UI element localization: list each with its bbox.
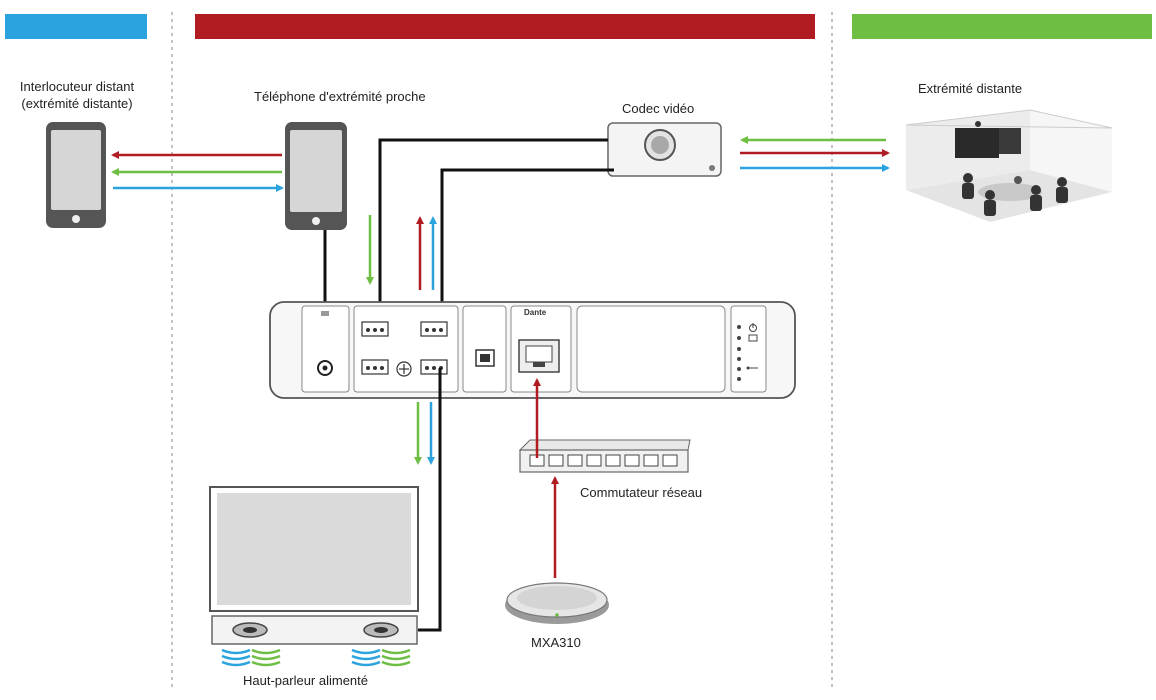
microphone-icon [505, 582, 609, 624]
smartphone-icon [46, 122, 106, 228]
network-switch-icon [518, 439, 691, 473]
smartphone-icon [285, 122, 347, 230]
label-near-phone: Téléphone d'extrémité proche [254, 89, 426, 104]
zone-bar-left [5, 14, 147, 39]
network-icon [748, 334, 758, 342]
usb-icon [746, 366, 758, 370]
cable-codec-to-output [440, 168, 614, 322]
conference-room-icon [905, 109, 1113, 222]
label-powered-speaker: Haut-parleur alimenté [243, 673, 369, 688]
video-codec-icon [607, 122, 722, 177]
label-dante: Dante [524, 308, 547, 317]
zone-bar-middle [195, 14, 815, 39]
label-video-codec: Codec vidéo [622, 101, 695, 116]
cable-codec-to-input [378, 138, 608, 322]
label-far-end: Extrémité distante [918, 81, 1023, 96]
label-network-switch: Commutateur réseau [580, 485, 703, 500]
label-remote-caller: Interlocuteur distant (extrémité distant… [2, 78, 152, 112]
label-remote-caller-line2: (extrémité distante) [21, 96, 133, 111]
cable-processor-to-speaker [418, 368, 442, 632]
zone-bar-right [852, 14, 1152, 39]
label-microphone: MXA310 [531, 635, 581, 650]
label-remote-caller-line1: Interlocuteur distant [19, 79, 135, 94]
power-icon [749, 323, 757, 332]
display-speaker-icon [209, 486, 419, 667]
audio-processor-icon [269, 301, 796, 399]
